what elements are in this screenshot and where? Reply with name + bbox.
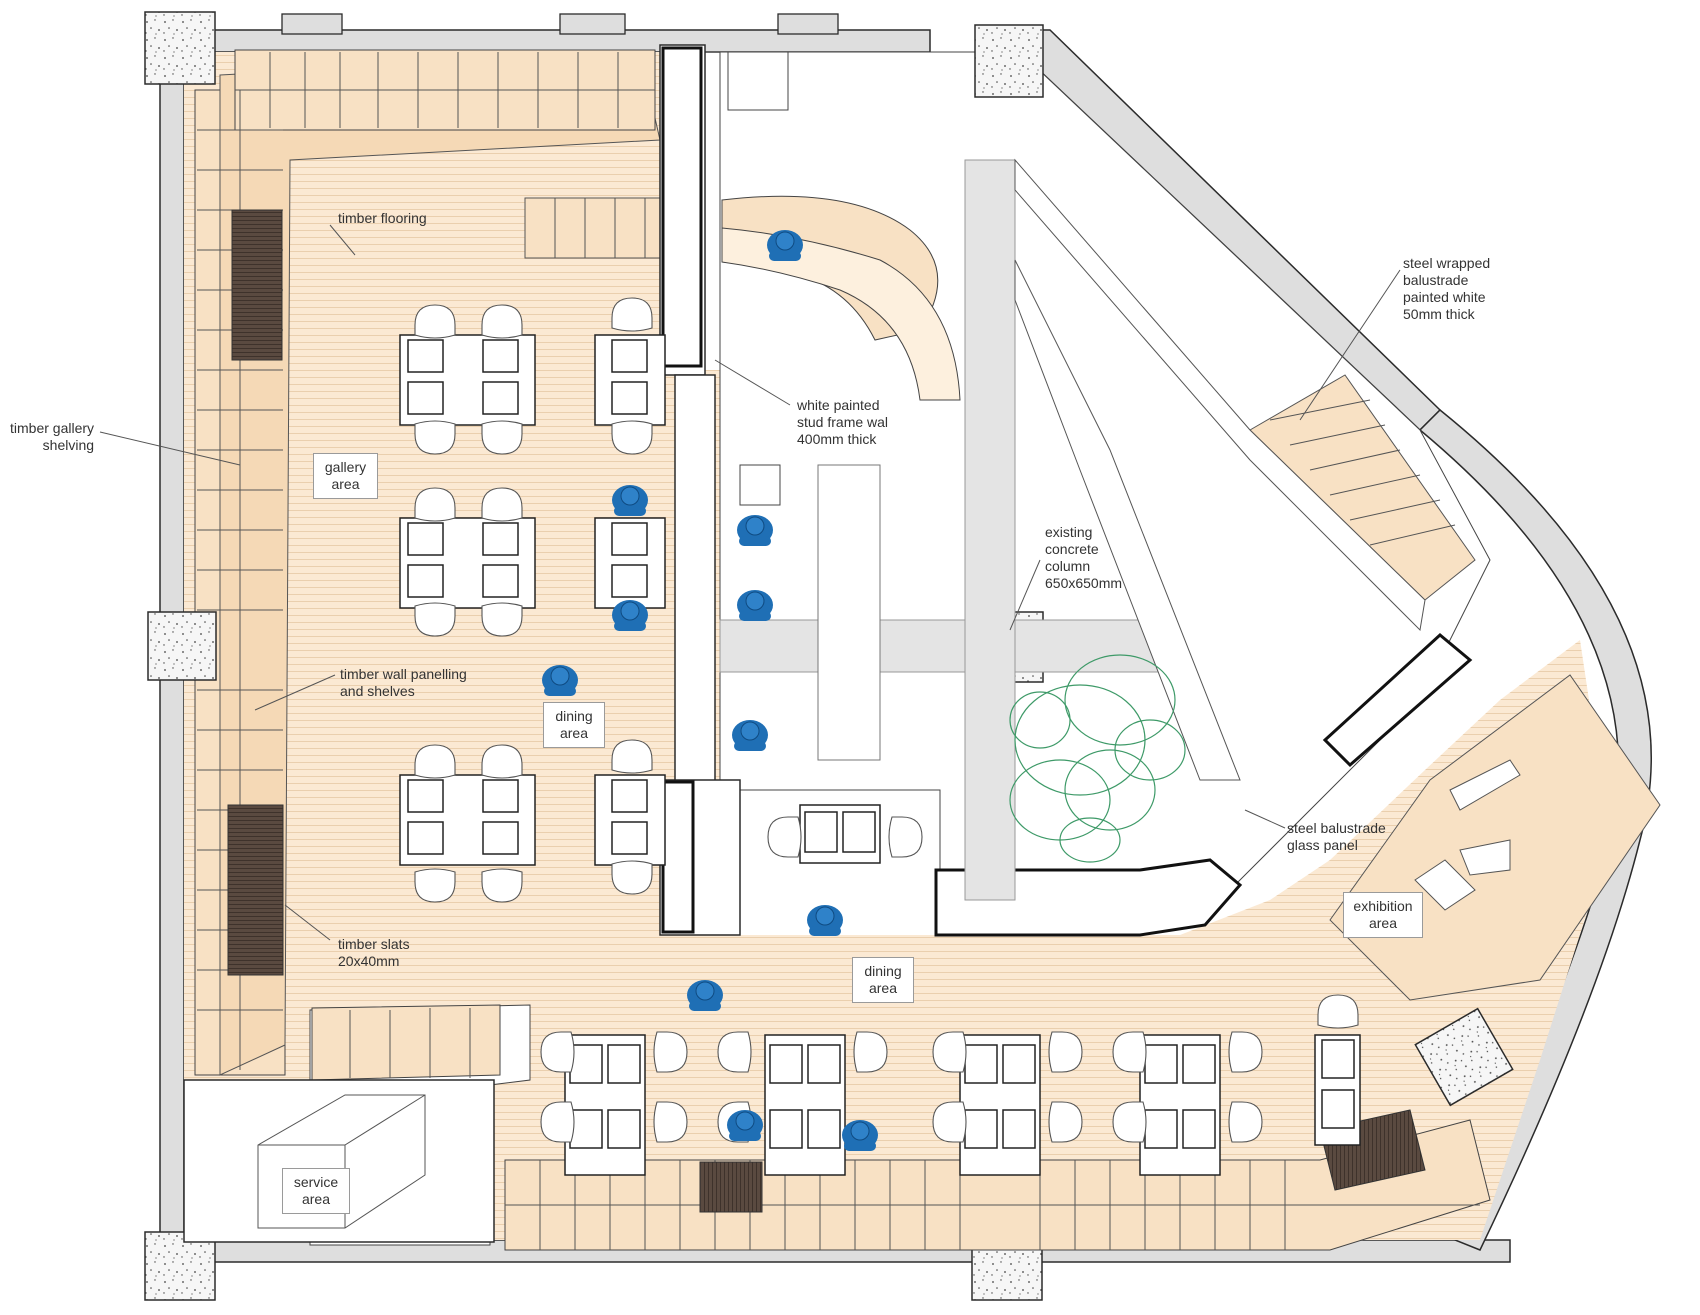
stair-icon	[524, 197, 661, 259]
dining-area-lower-tag: dining area	[852, 957, 914, 1003]
right-stair	[1014, 158, 1476, 781]
leader-lines	[99, 224, 1401, 941]
steel-balustrade-glass-label: steel balustrade glass panel	[1287, 820, 1386, 853]
timber-wall-panelling-label: timber wall panelling and shelves	[340, 666, 467, 699]
service-area-tag: service area	[282, 1168, 350, 1214]
timber-slats-label: timber slats 20x40mm	[338, 936, 410, 969]
service-room	[183, 1079, 495, 1243]
tree-canopy-icon	[1009, 654, 1186, 863]
existing-column-label: existing concrete column 650x650mm	[1045, 524, 1123, 591]
timber-gallery-shelving-label: timber gallery shelving	[10, 420, 95, 453]
steel-wrapped-balustrade-label: steel wrapped balustrade painted white 5…	[1403, 255, 1491, 322]
glass-balustrade-frames	[661, 46, 1473, 937]
top-shelf-dividers	[235, 52, 655, 128]
gallery-area-tag: gallery area	[313, 453, 378, 499]
wall-nibs	[281, 13, 839, 35]
dining-area-tag: dining area	[543, 702, 605, 748]
timber-flooring-label: timber flooring	[338, 210, 427, 226]
table-cells	[407, 339, 1355, 1149]
white-painted-wall-label: white painted stud frame wal 400mm thick	[797, 397, 889, 447]
dark-slats-upper	[231, 209, 283, 361]
central-void	[719, 51, 1176, 901]
exhibition-area-tag: exhibition area	[1343, 892, 1423, 938]
dark-slats-lower	[227, 804, 284, 976]
dark-slats-bottom	[699, 1161, 763, 1213]
